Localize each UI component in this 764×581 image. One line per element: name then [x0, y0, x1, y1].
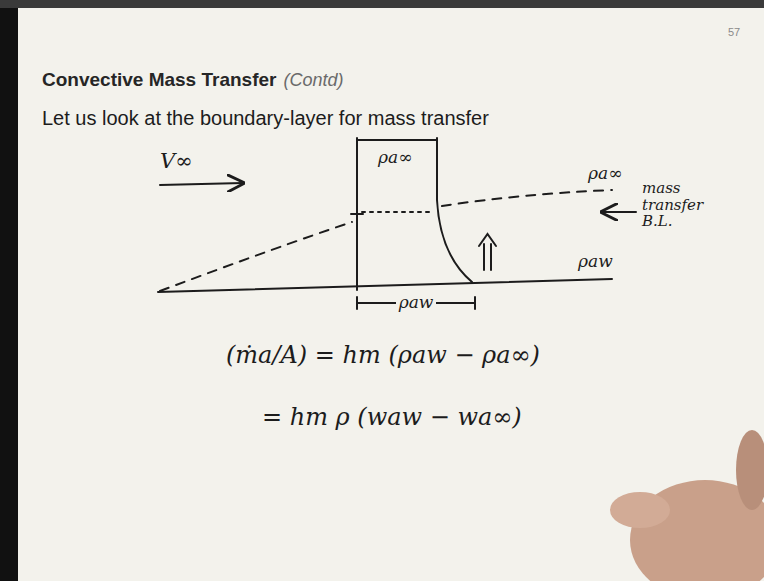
equation: (ṁa/A) = hm (ρaw − ρa∞)	[226, 342, 540, 368]
mass-flux-arrow	[490, 244, 492, 270]
profile-axis	[356, 138, 358, 290]
hand	[736, 430, 764, 510]
flat-plate	[158, 279, 612, 292]
hand	[610, 492, 670, 528]
mass-flux-arrow	[483, 244, 485, 270]
hand	[610, 430, 764, 581]
dimension-label: ρaw	[396, 293, 437, 312]
slide-border	[0, 0, 764, 8]
title-suffix: (Contd)	[283, 71, 343, 91]
dimension-bracket	[474, 297, 476, 309]
leader-arrow	[602, 211, 636, 213]
equation: = hm ρ (waw − wa∞)	[262, 404, 522, 430]
subtitle: Let us look at the boundary-layer for ma…	[42, 107, 489, 129]
slide-title: Convective Mass Transfer	[42, 70, 276, 91]
concentration-label: ρa∞	[588, 164, 622, 183]
concentration-label: ρaw	[578, 252, 613, 271]
velocity-arrow	[160, 183, 243, 185]
boundary-layer-edge	[442, 190, 612, 206]
concentration-label: ρa∞	[378, 148, 412, 167]
slide-border	[0, 0, 18, 581]
mass-flux-arrow	[479, 234, 496, 246]
slide-number: 57	[728, 26, 740, 38]
boundary-layer-edge	[160, 222, 352, 291]
velocity-label: V∞	[160, 150, 193, 173]
profile-top	[357, 139, 437, 141]
concentration-profile	[437, 138, 472, 282]
dimension-bracket	[356, 297, 358, 309]
callout-note: mass transfer B.L.	[642, 180, 708, 230]
boundary-layer-edge	[362, 211, 432, 213]
